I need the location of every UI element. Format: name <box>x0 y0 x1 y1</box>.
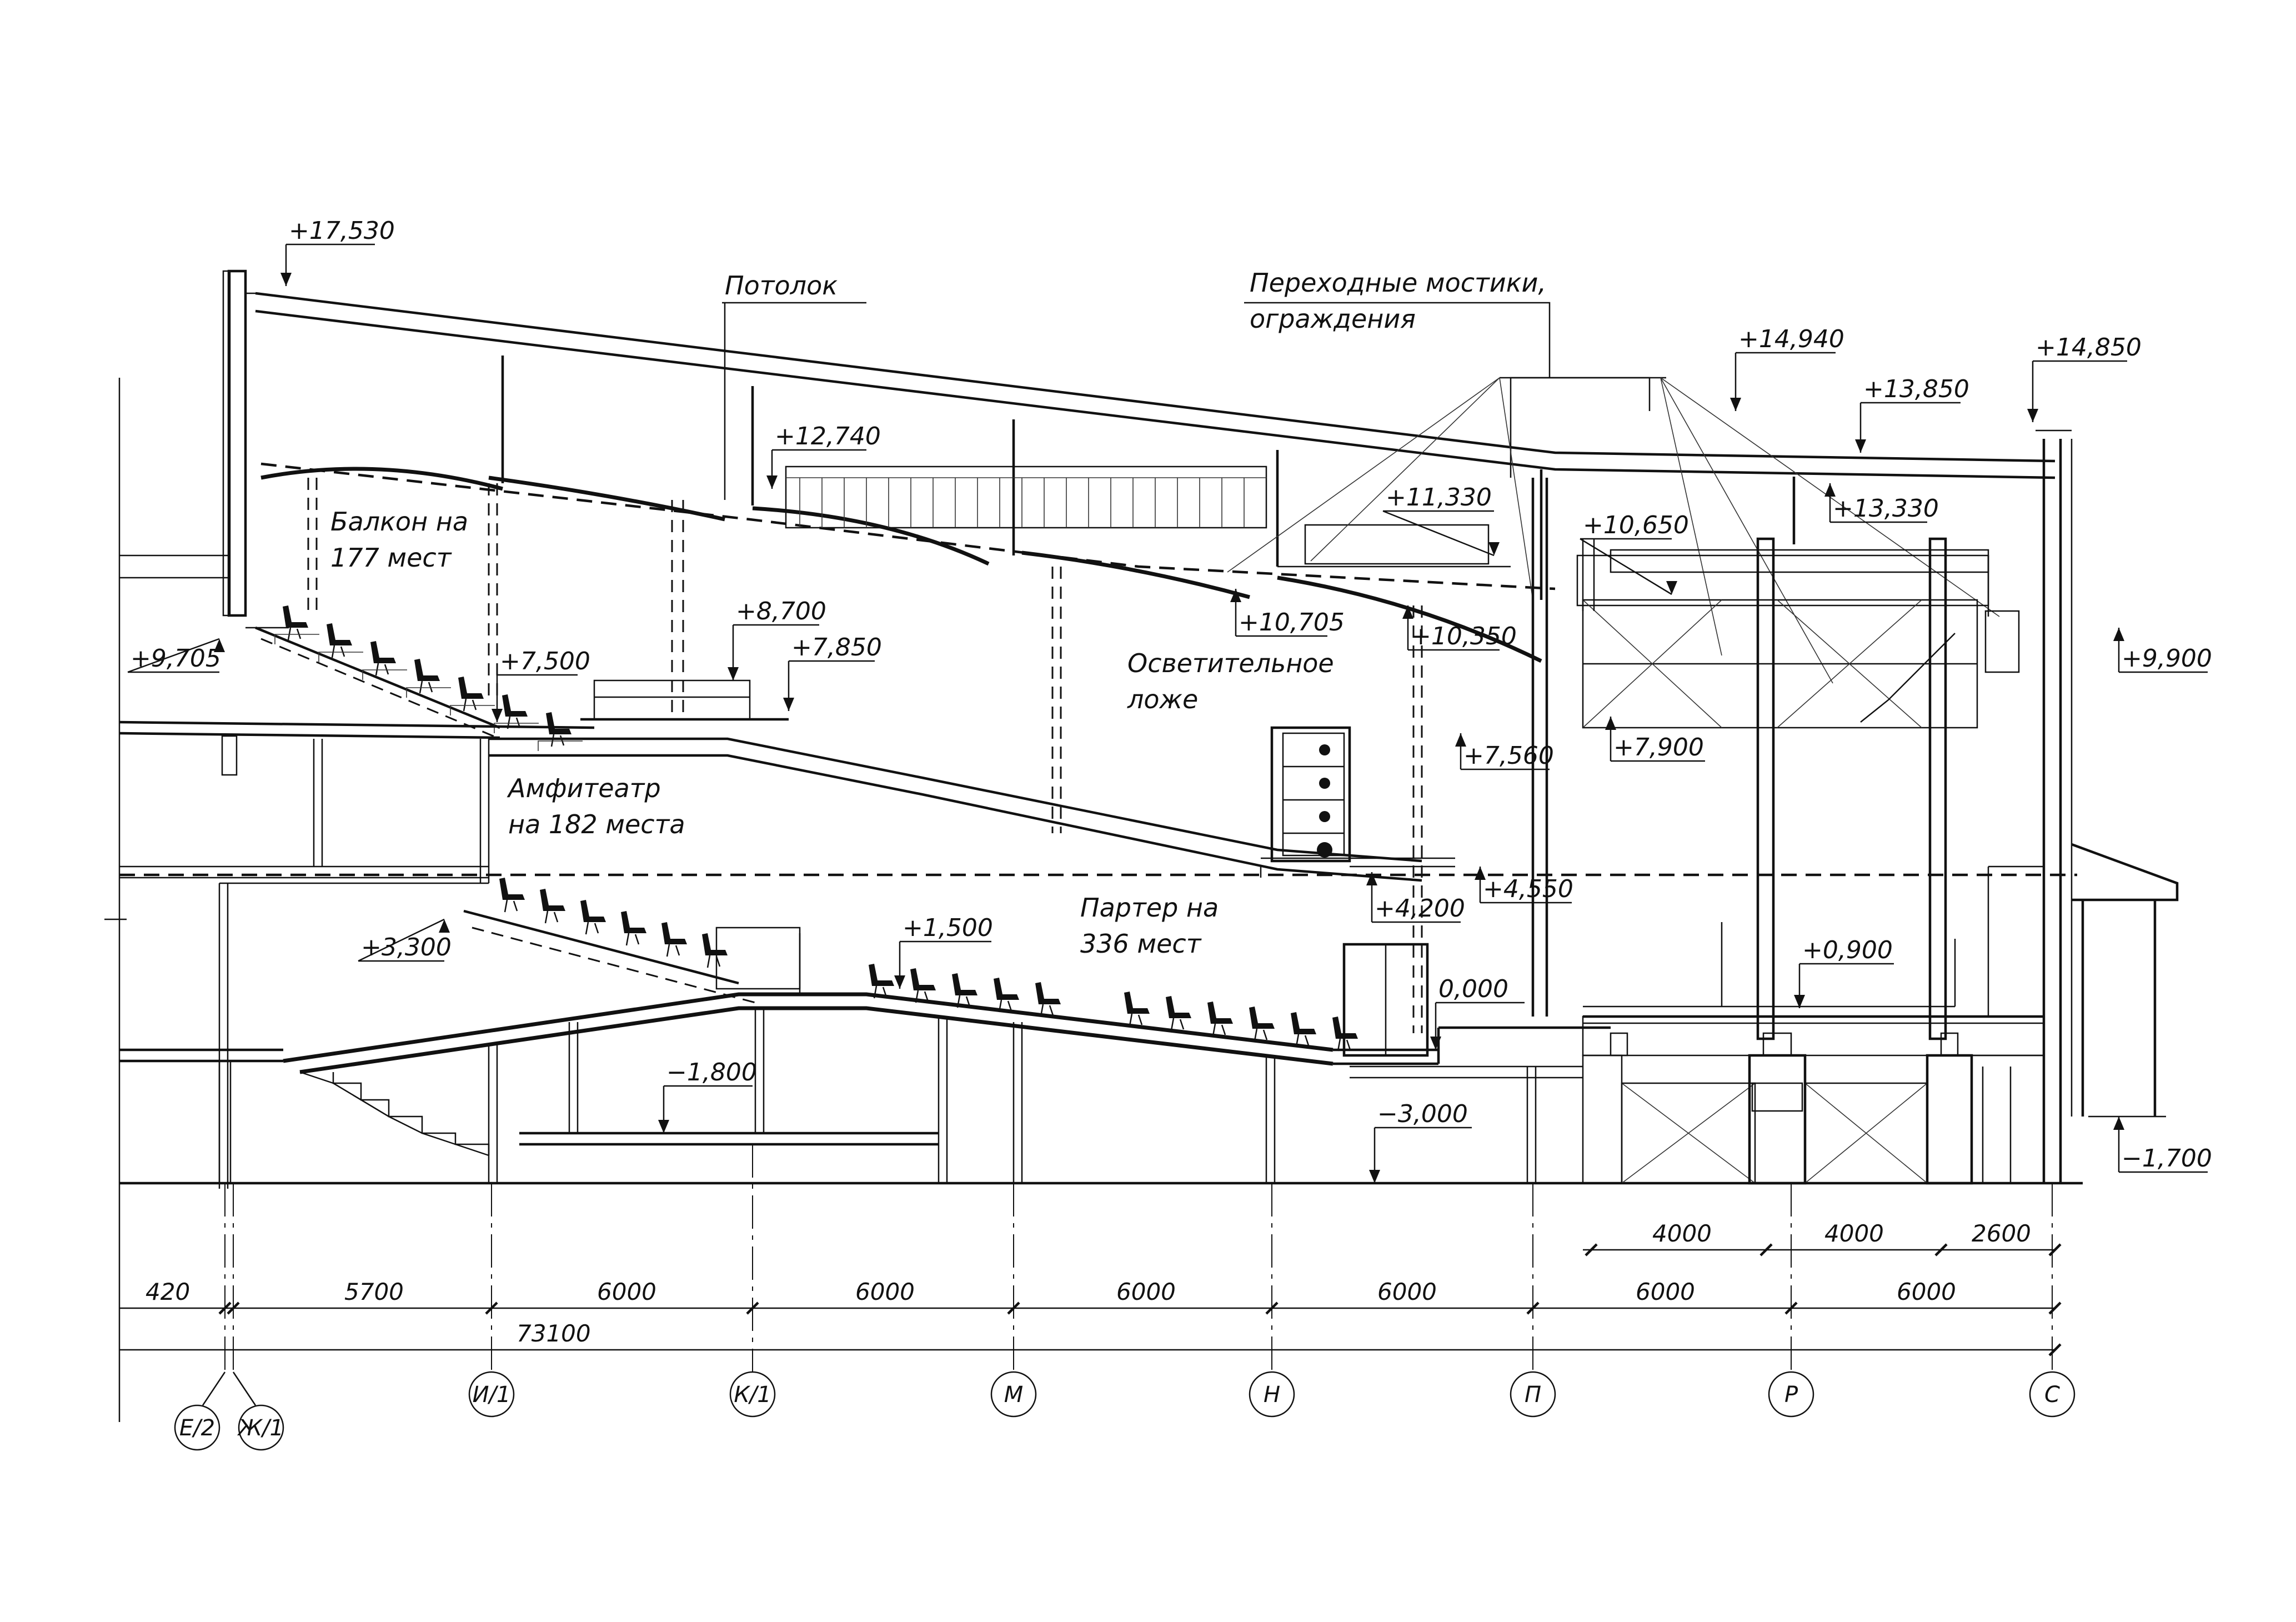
amphi-seat <box>702 933 728 968</box>
dim-mid-2: 5700 <box>344 1278 404 1305</box>
axis-label-i1: И/1 <box>473 1382 511 1408</box>
axis-label-n: Н <box>1264 1382 1280 1408</box>
elev-12740: +12,740 <box>775 422 881 450</box>
balcony-seat <box>458 677 484 712</box>
axis-marker-zh1: Ж/1 <box>237 1404 284 1451</box>
amphi-seat <box>540 889 565 924</box>
parterre-seat <box>869 964 894 999</box>
elevation-marks: +17,530 +14,940 +14,850 +13,850 +13,330 … <box>131 217 2212 1173</box>
axis-marker-k1: К/1 <box>729 1371 776 1418</box>
label-amphi-line2: на 182 места <box>508 809 685 839</box>
dim-mid-6: 6000 <box>1377 1278 1437 1305</box>
label-balcony-line1: Балкон на <box>330 507 468 537</box>
label-lighting-line1: Осветительное <box>1127 648 1334 678</box>
axis-label-p: П <box>1525 1382 1541 1408</box>
elev-10650: +10,650 <box>1583 511 1689 539</box>
elev-8700: +8,700 <box>736 597 826 625</box>
dimension-lines <box>119 243 2208 1406</box>
elev-minus-3000: −3,000 <box>1377 1100 1468 1128</box>
dim-mid-5: 6000 <box>1116 1278 1176 1305</box>
elev-10705: +10,705 <box>1239 608 1345 637</box>
parterre-seat <box>1124 992 1150 1027</box>
area-labels: Потолок Переходные мостики, ограждения Б… <box>330 268 1546 959</box>
parterre-seat <box>1207 1002 1233 1037</box>
structure <box>104 269 2179 1422</box>
parterre-seat <box>910 968 936 1003</box>
dim-mid-1: 420 <box>146 1278 190 1305</box>
parterre-seat <box>952 973 977 1008</box>
label-parterre-line1: Партер на <box>1080 893 1219 923</box>
elev-14850: +14,850 <box>2036 333 2142 362</box>
dim-mid-7: 6000 <box>1636 1278 1695 1305</box>
axis-label-s: С <box>2044 1382 2060 1408</box>
parterre-seat <box>1249 1007 1275 1042</box>
dim-top-1: 4000 <box>1652 1220 1712 1247</box>
label-balcony-line2: 177 мест <box>330 543 452 573</box>
elev-7850: +7,850 <box>791 633 882 662</box>
dim-top-2: 4000 <box>1824 1220 1884 1247</box>
elev-13850: +13,850 <box>1863 375 1969 403</box>
balcony-seat <box>546 712 572 747</box>
axis-label-k1: К/1 <box>734 1382 771 1408</box>
label-lighting-line2: ложе <box>1127 684 1198 714</box>
elev-minus-1700: −1,700 <box>2122 1144 2212 1173</box>
parterre-seat <box>1035 982 1061 1017</box>
axis-marker-r: Р <box>1768 1371 1814 1418</box>
axis-marker-m: М <box>990 1371 1037 1418</box>
elev-4200: +4,200 <box>1375 894 1465 923</box>
elev-9705: +9,705 <box>131 644 221 673</box>
axis-label-zh1: Ж/1 <box>237 1415 284 1441</box>
axis-label-e2: Е/2 <box>179 1415 215 1441</box>
dim-total: 73100 <box>517 1320 591 1347</box>
balcony-seat <box>327 623 352 658</box>
balcony-seat <box>283 605 308 640</box>
dim-mid-3: 6000 <box>597 1278 656 1305</box>
parterre-seat <box>1166 996 1191 1031</box>
dim-top-3: 2600 <box>1972 1220 2031 1247</box>
elev-7560: +7,560 <box>1463 742 1554 770</box>
amphi-seat <box>661 922 687 957</box>
amphi-seat <box>499 878 525 913</box>
elev-0900: +0,900 <box>1802 936 1893 964</box>
label-bridges-line2: ограждения <box>1250 304 1416 334</box>
axis-marker-i1: И/1 <box>468 1371 515 1418</box>
dimension-values: 4000 4000 2600 420 5700 6000 6000 6000 6… <box>146 1220 2031 1347</box>
axis-marker-p: П <box>1510 1371 1556 1418</box>
elev-1500: +1,500 <box>903 914 993 942</box>
amphi-seat <box>621 911 646 946</box>
elev-minus-1800: −1,800 <box>666 1058 757 1087</box>
axis-marker-s: С <box>2029 1371 2076 1418</box>
elev-10350: +10,350 <box>1411 622 1517 650</box>
parterre-seat <box>994 978 1019 1013</box>
dim-mid-8: 6000 <box>1897 1278 1956 1305</box>
elev-13330: +13,330 <box>1833 494 1939 523</box>
elev-7500: +7,500 <box>500 647 590 675</box>
axis-marker-n: Н <box>1249 1371 1295 1418</box>
label-amphi-line1: Амфитеатр <box>507 773 661 803</box>
axis-label-m: М <box>1004 1382 1024 1408</box>
elev-7900: +7,900 <box>1613 733 1704 762</box>
elev-4550: +4,550 <box>1483 875 1573 903</box>
label-parterre-line2: 336 мест <box>1080 929 1202 959</box>
label-ceiling: Потолок <box>725 271 838 301</box>
elev-3300: +3,300 <box>361 933 452 962</box>
amphi-seat <box>580 900 606 935</box>
elev-11330: +11,330 <box>1386 483 1492 512</box>
label-bridges-line1: Переходные мостики, <box>1250 268 1546 298</box>
elev-0000: 0,000 <box>1438 975 1508 1003</box>
parterre-seat <box>1291 1012 1316 1047</box>
grid-axis-markers: Е/2 Ж/1 И/1 К/1 М Н П Р <box>174 1371 2076 1451</box>
axis-marker-e2: Е/2 <box>174 1404 220 1451</box>
elev-9900: +9,900 <box>2122 644 2212 673</box>
elev-14940: +14,940 <box>1738 325 1844 353</box>
balcony-seat <box>370 641 396 676</box>
axis-label-r: Р <box>1784 1382 1798 1408</box>
dim-mid-4: 6000 <box>855 1278 915 1305</box>
elev-17530: +17,530 <box>289 217 395 245</box>
balcony-seat <box>414 659 440 694</box>
